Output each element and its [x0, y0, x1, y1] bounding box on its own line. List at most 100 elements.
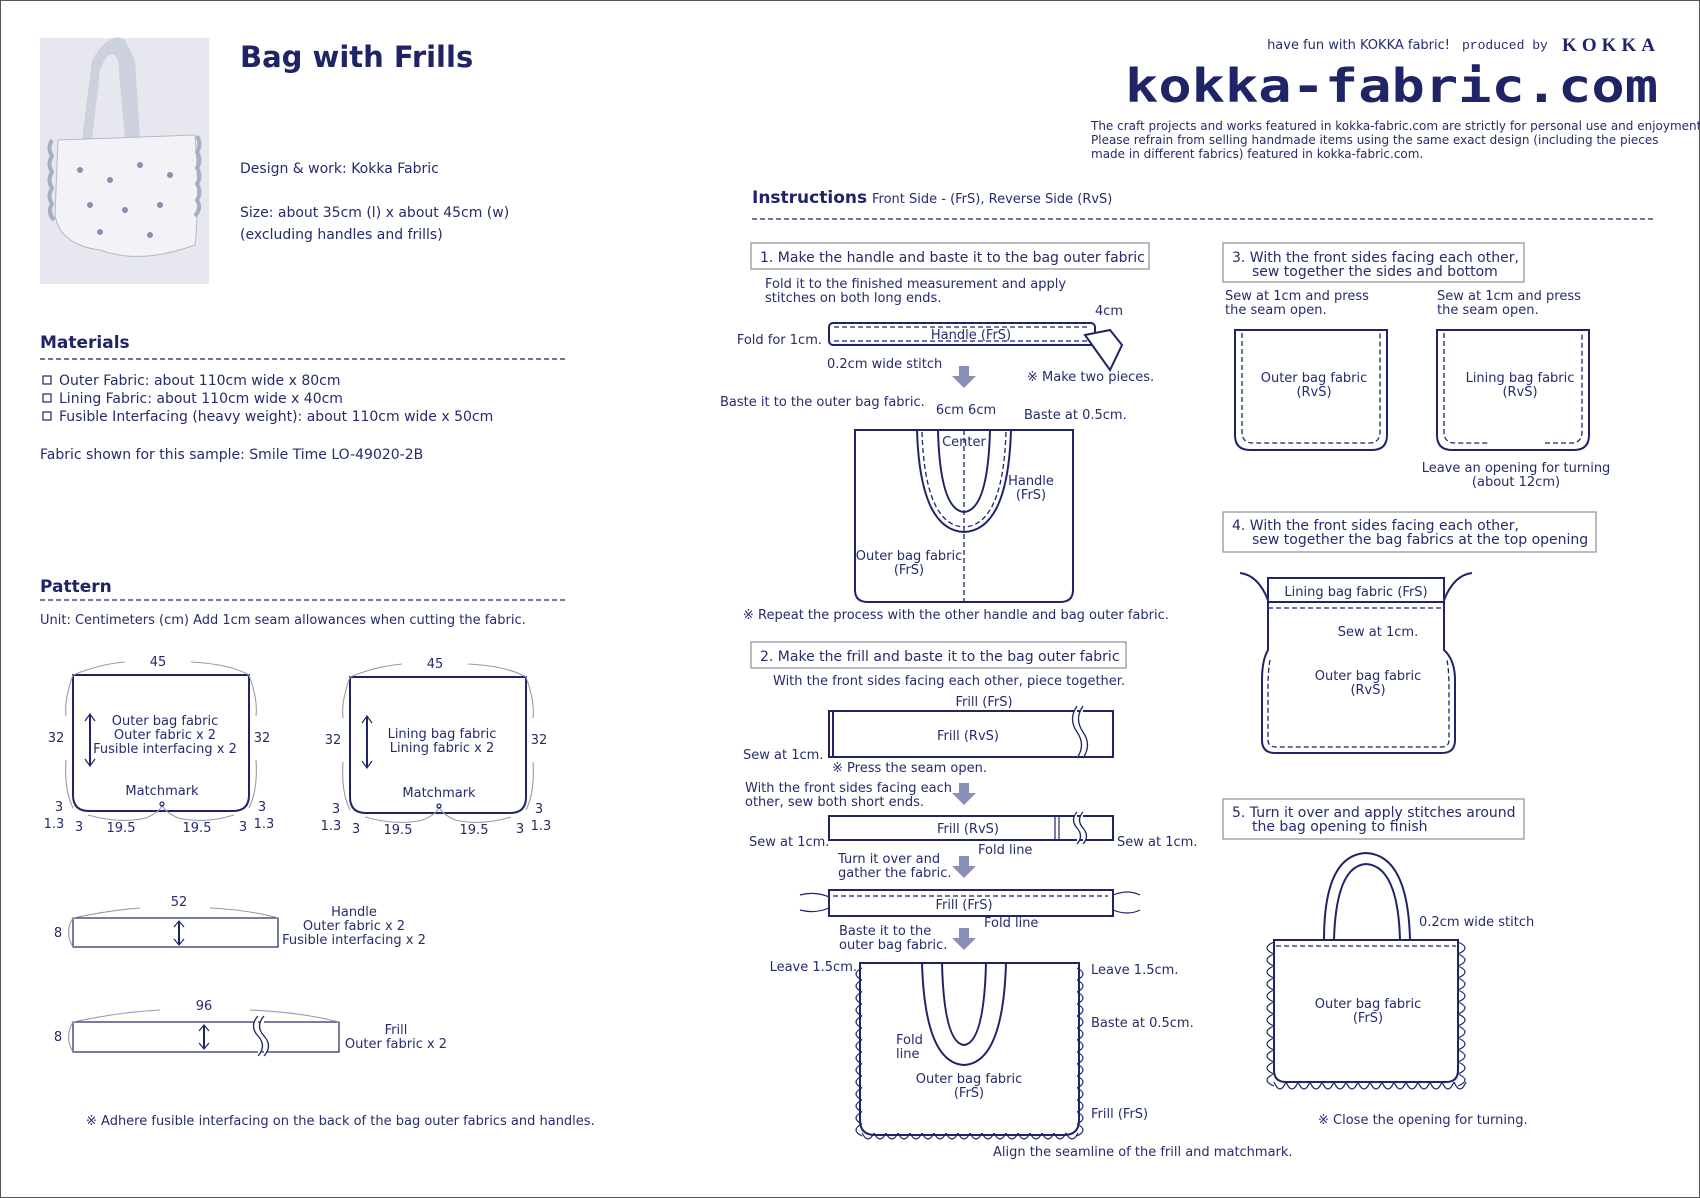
dimension-label: 32 [48, 731, 65, 746]
step-title: the bag opening to finish [1252, 819, 1428, 835]
diagram-label: 0.2cm wide stitch [827, 357, 942, 372]
diagram-label: (RvS) [1502, 385, 1537, 400]
dimension-label: 1.3 [531, 819, 552, 834]
checkbox-icon [42, 393, 52, 403]
diagram-label: Outer bag fabric [1315, 997, 1422, 1012]
diagram-label: the seam open. [1225, 303, 1327, 318]
diagram-label: line [896, 1047, 919, 1062]
step-note: ※ Close the opening for turning. [1318, 1113, 1528, 1128]
piece-label: Fusible interfacing x 2 [93, 742, 237, 757]
diagram-label: Outer bag fabric [856, 549, 963, 564]
diagram-label: Center [942, 435, 986, 450]
step-title: 4. With the front sides facing each othe… [1232, 518, 1519, 534]
outer-pattern-piece: 45 32 32 Outer bag fabric Outer fabric x… [44, 655, 275, 836]
diagram-label: ※ Make two pieces. [1027, 370, 1154, 385]
diagram-label: 4cm [1095, 304, 1123, 319]
matchmark-label: Matchmark [125, 784, 199, 799]
diagram-label: Sew at 1cm. [1338, 625, 1418, 640]
pattern-heading: Pattern [40, 577, 112, 597]
diagram-label: (FrS) [894, 563, 924, 578]
dimension-label: 3 [535, 802, 543, 817]
diagram-label: Outer bag fabric [916, 1072, 1023, 1087]
diagram-label: 6cm 6cm [936, 403, 996, 418]
diagram-label: Frill (RvS) [937, 729, 999, 744]
diagram-label: Handle [1008, 474, 1054, 489]
diagram-label: ※ Press the seam open. [832, 761, 987, 776]
step-title: sew together the bag fabrics at the top … [1252, 532, 1588, 548]
handle-pattern-piece: 52 8 Handle Outer fabric x 2 Fusible int… [54, 895, 426, 948]
diagram-label: (FrS) [954, 1086, 984, 1101]
diagram-label: Sew at 1cm. [1117, 835, 1197, 850]
step-3: 3. With the front sides facing each othe… [1222, 242, 1611, 490]
interfacing-note: ※ Adhere fusible interfacing on the back… [86, 1114, 595, 1129]
dimension-label: 1.3 [44, 817, 65, 832]
diagram-label: Lining bag fabric [1466, 371, 1575, 386]
step-5: 5. Turn it over and apply stitches aroun… [1222, 798, 1534, 1128]
disclaimer-line: The craft projects and works featured in… [1090, 119, 1700, 133]
list-item: Lining Fabric: about 110cm wide x 40cm [59, 391, 343, 407]
step-title: 5. Turn it over and apply stitches aroun… [1232, 805, 1516, 821]
design-credit: Design & work: Kokka Fabric [240, 161, 439, 177]
dimension-label: 8 [54, 926, 62, 941]
diagram-label: Baste at 0.5cm. [1091, 1016, 1194, 1031]
bag-photo [40, 37, 209, 284]
diagram-label: Frill (FrS) [935, 898, 992, 913]
diagram-label: (FrS) [1016, 488, 1046, 503]
step-text: other, sew both short ends. [745, 795, 924, 810]
diagram-label: Sew at 1cm and press [1225, 289, 1369, 304]
down-arrow-icon [952, 366, 976, 388]
frill-pattern-piece: 96 8 Frill Outer fabric x 2 [54, 999, 447, 1057]
diagram-label: Fold [896, 1033, 923, 1048]
step-text: With the front sides facing each [745, 781, 952, 796]
page-title: Bag with Frills [240, 40, 473, 74]
fabric-note: Fabric shown for this sample: Smile Time… [40, 447, 423, 463]
size-line-1: Size: about 35cm (l) x about 45cm (w) [240, 205, 509, 221]
dimension-label: 45 [427, 657, 444, 672]
lining-pattern-piece: 45 32 32 Lining bag fabric Lining fabric… [321, 657, 552, 838]
size-line-2: (excluding handles and frills) [240, 227, 443, 243]
dimension-label: 96 [196, 999, 213, 1014]
diagram-label: Leave an opening for turning [1422, 461, 1611, 476]
diagram-label: Baste at 0.5cm. [1024, 408, 1127, 423]
dimension-label: 1.3 [321, 819, 342, 834]
step-text: Baste it to the [839, 924, 931, 939]
step-note: ※ Repeat the process with the other hand… [743, 608, 1169, 623]
dimension-label: 3 [75, 820, 83, 835]
matchmark-label: Matchmark [402, 786, 476, 801]
dimension-label: 52 [171, 895, 188, 910]
piece-label: Fusible interfacing x 2 [282, 933, 426, 948]
instructions-heading: Instructions [752, 188, 867, 208]
diagram-label: Outer bag fabric [1315, 669, 1422, 684]
diagram-label: the seam open. [1437, 303, 1539, 318]
list-item: Fusible Interfacing (heavy weight): abou… [59, 409, 493, 425]
checkbox-icon [42, 375, 52, 385]
produced-by: produced by [1462, 38, 1548, 53]
diagram-label: Sew at 1cm and press [1437, 289, 1581, 304]
diagram-label: Fold line [978, 843, 1032, 858]
step-text: Fold it to the finished measurement and … [765, 277, 1066, 292]
step-2: 2. Make the frill and baste it to the ba… [743, 641, 1293, 1160]
unit-note: Unit: Centimeters (cm) Add 1cm seam allo… [40, 613, 526, 628]
piece-label: Outer fabric x 2 [345, 1037, 447, 1052]
diagram-label: Frill (FrS) [1091, 1107, 1148, 1122]
piece-label: Lining bag fabric [388, 727, 497, 742]
dimension-label: 8 [54, 1030, 62, 1045]
step-title: 2. Make the frill and baste it to the ba… [760, 649, 1120, 665]
diagram-label: Leave 1.5cm. [770, 960, 857, 975]
step-text: Turn it over and [837, 852, 940, 867]
dimension-label: 1.3 [254, 817, 275, 832]
diagram-label: Baste it to the outer bag fabric. [720, 395, 925, 410]
dimension-label: 3 [352, 822, 360, 837]
step-text: stitches on both long ends. [765, 291, 941, 306]
dimension-label: 3 [332, 802, 340, 817]
dimension-label: 19.5 [460, 823, 489, 838]
diagram-label: Frill (FrS) [955, 695, 1012, 710]
brand-logo: KOKKA [1562, 35, 1658, 56]
step-title: 3. With the front sides facing each othe… [1232, 250, 1519, 266]
diagram-label: (FrS) [1353, 1011, 1383, 1026]
down-arrow-icon [952, 928, 976, 950]
side-legend: Front Side - (FrS), Reverse Side (RvS) [872, 192, 1112, 207]
diagram-label: Leave 1.5cm. [1091, 963, 1178, 978]
diagram-label: Outer bag fabric [1261, 371, 1368, 386]
